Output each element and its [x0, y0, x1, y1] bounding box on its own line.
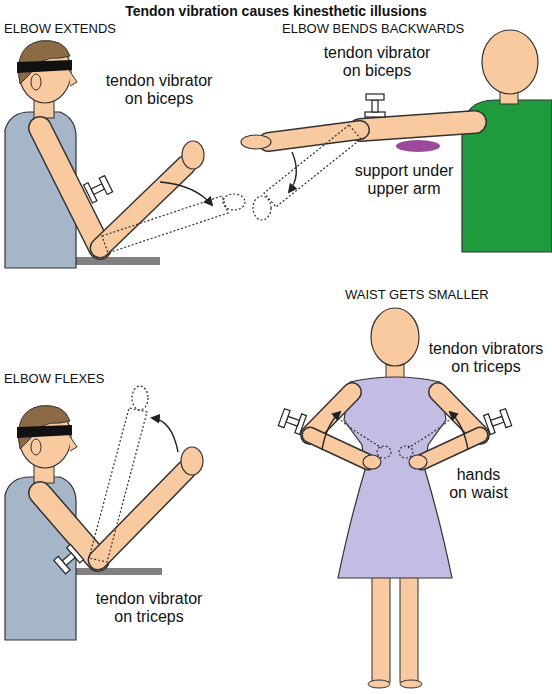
tendon-vibrator: [53, 544, 83, 574]
woman-figure-front-part: [310, 435, 368, 462]
panel-heading: WAIST GETS SMALLER: [345, 288, 489, 303]
woman-figure-front-part: [400, 576, 418, 682]
man-figure-flexes-part: [69, 435, 77, 451]
man-figure-flexes-part: [132, 386, 148, 410]
woman-figure-side-part: [396, 140, 440, 152]
panel-heading: ELBOW EXTENDS: [4, 22, 116, 37]
man-figure-flexes-part: [181, 447, 203, 475]
woman-figure-side-part: [289, 152, 296, 192]
woman-figure-front-part: [438, 392, 480, 435]
panel-heading: ELBOW FLEXES: [4, 372, 104, 387]
woman-figure-front-part: [322, 412, 340, 450]
man-figure-extends-part: [40, 128, 100, 248]
woman-figure-front-part: [371, 308, 419, 366]
tendon-vibrator-part: [365, 112, 385, 117]
callout-label: tendon vibrators on triceps: [425, 340, 547, 377]
figure-title-holder: Tendon vibration causes kinesthetic illu…: [125, 3, 427, 19]
woman-figure-front-part: [422, 435, 480, 462]
man-figure-extends-part: [100, 165, 186, 248]
callout-label: tendon vibrator on triceps: [90, 590, 208, 627]
tendon-vibrator-part: [54, 556, 70, 574]
woman-figure-front-part: [372, 576, 390, 682]
woman-figure-side-part: [253, 196, 271, 220]
panel-heading-holder: ELBOW FLEXES: [4, 372, 104, 387]
man-figure-flexes-part: [31, 439, 41, 455]
man-figure-extends: [5, 41, 245, 268]
woman-figure-front-part: [399, 446, 413, 458]
tendon-vibrator-part: [99, 176, 112, 195]
man-figure-extends-part: [40, 128, 100, 248]
woman-figure-front-part: [338, 377, 452, 578]
man-figure-extends-part: [100, 165, 186, 248]
woman-figure-front-part: [310, 392, 352, 435]
man-figure-extends-part: [223, 194, 245, 210]
panel-heading: ELBOW BENDS BACKWARDS: [282, 22, 464, 37]
woman-figure-front-part: [422, 435, 480, 462]
callout-label-holder: tendon vibrator on triceps: [90, 590, 208, 627]
callout-label-holder: hands on waist: [447, 466, 510, 503]
woman-figure-front-part: [310, 392, 352, 435]
callout-label-holder: tendon vibrator on biceps: [318, 44, 436, 81]
tendon-vibrator-part: [500, 409, 512, 428]
man-figure-extends-part: [182, 141, 204, 169]
callout-label-holder: tendon vibrators on triceps: [425, 340, 547, 377]
figure-title: Tendon vibration causes kinesthetic illu…: [125, 3, 427, 19]
tendon-vibrator: [84, 175, 114, 203]
woman-figure-front-part: [450, 412, 468, 450]
woman-figure-side-part: [360, 122, 475, 130]
woman-figure-front-part: [310, 435, 368, 462]
woman-figure-side-part: [241, 135, 271, 149]
callout-label: tendon vibrator on biceps: [100, 72, 218, 109]
woman-figure-side-part: [268, 130, 360, 142]
tendon-vibrator-part: [366, 94, 384, 100]
callout-label-holder: tendon vibrator on biceps: [100, 72, 218, 109]
callout-label: hands on waist: [447, 466, 510, 503]
woman-figure-front-part: [409, 455, 427, 469]
tendon-vibrator: [484, 408, 512, 435]
woman-figure-front-part: [368, 680, 390, 688]
woman-figure-front-part: [338, 418, 382, 448]
man-figure-extends-part: [17, 60, 72, 73]
woman-figure-front-part: [438, 392, 480, 435]
woman-figure-side-part: [264, 125, 361, 207]
man-figure-flexes-part: [89, 408, 147, 562]
man-figure-flexes-part: [62, 568, 162, 575]
woman-figure-side-part: [360, 122, 475, 130]
tendon-vibrator-part: [278, 409, 290, 428]
man-figure-extends-part: [69, 70, 77, 86]
man-figure-flexes-part: [17, 425, 72, 438]
panel-heading-holder: ELBOW EXTENDS: [4, 22, 116, 37]
callout-label: support under upper arm: [350, 162, 458, 199]
woman-figure-side-part: [482, 30, 538, 94]
man-figure-extends-part: [160, 182, 212, 205]
man-figure-flexes-part: [152, 418, 178, 452]
woman-figure-side-part: [268, 130, 360, 142]
man-figure-extends-part: [68, 257, 160, 265]
woman-figure-front-part: [363, 455, 381, 469]
tendon-vibrator: [365, 94, 385, 117]
woman-figure-side: [241, 30, 552, 252]
woman-figure-front-part: [400, 680, 422, 688]
tendon-vibrator: [278, 408, 306, 435]
callout-label: tendon vibrator on biceps: [318, 44, 436, 81]
woman-figure-front-part: [377, 446, 391, 458]
panel-heading-holder: WAIST GETS SMALLER: [345, 288, 489, 303]
panel-heading-holder: ELBOW BENDS BACKWARDS: [282, 22, 464, 37]
callout-label-holder: support under upper arm: [350, 162, 458, 199]
man-figure-extends-part: [102, 196, 228, 253]
woman-figure-front-part: [408, 418, 452, 448]
tendon-vibrator-part: [372, 100, 378, 112]
man-figure-extends-part: [31, 74, 41, 90]
